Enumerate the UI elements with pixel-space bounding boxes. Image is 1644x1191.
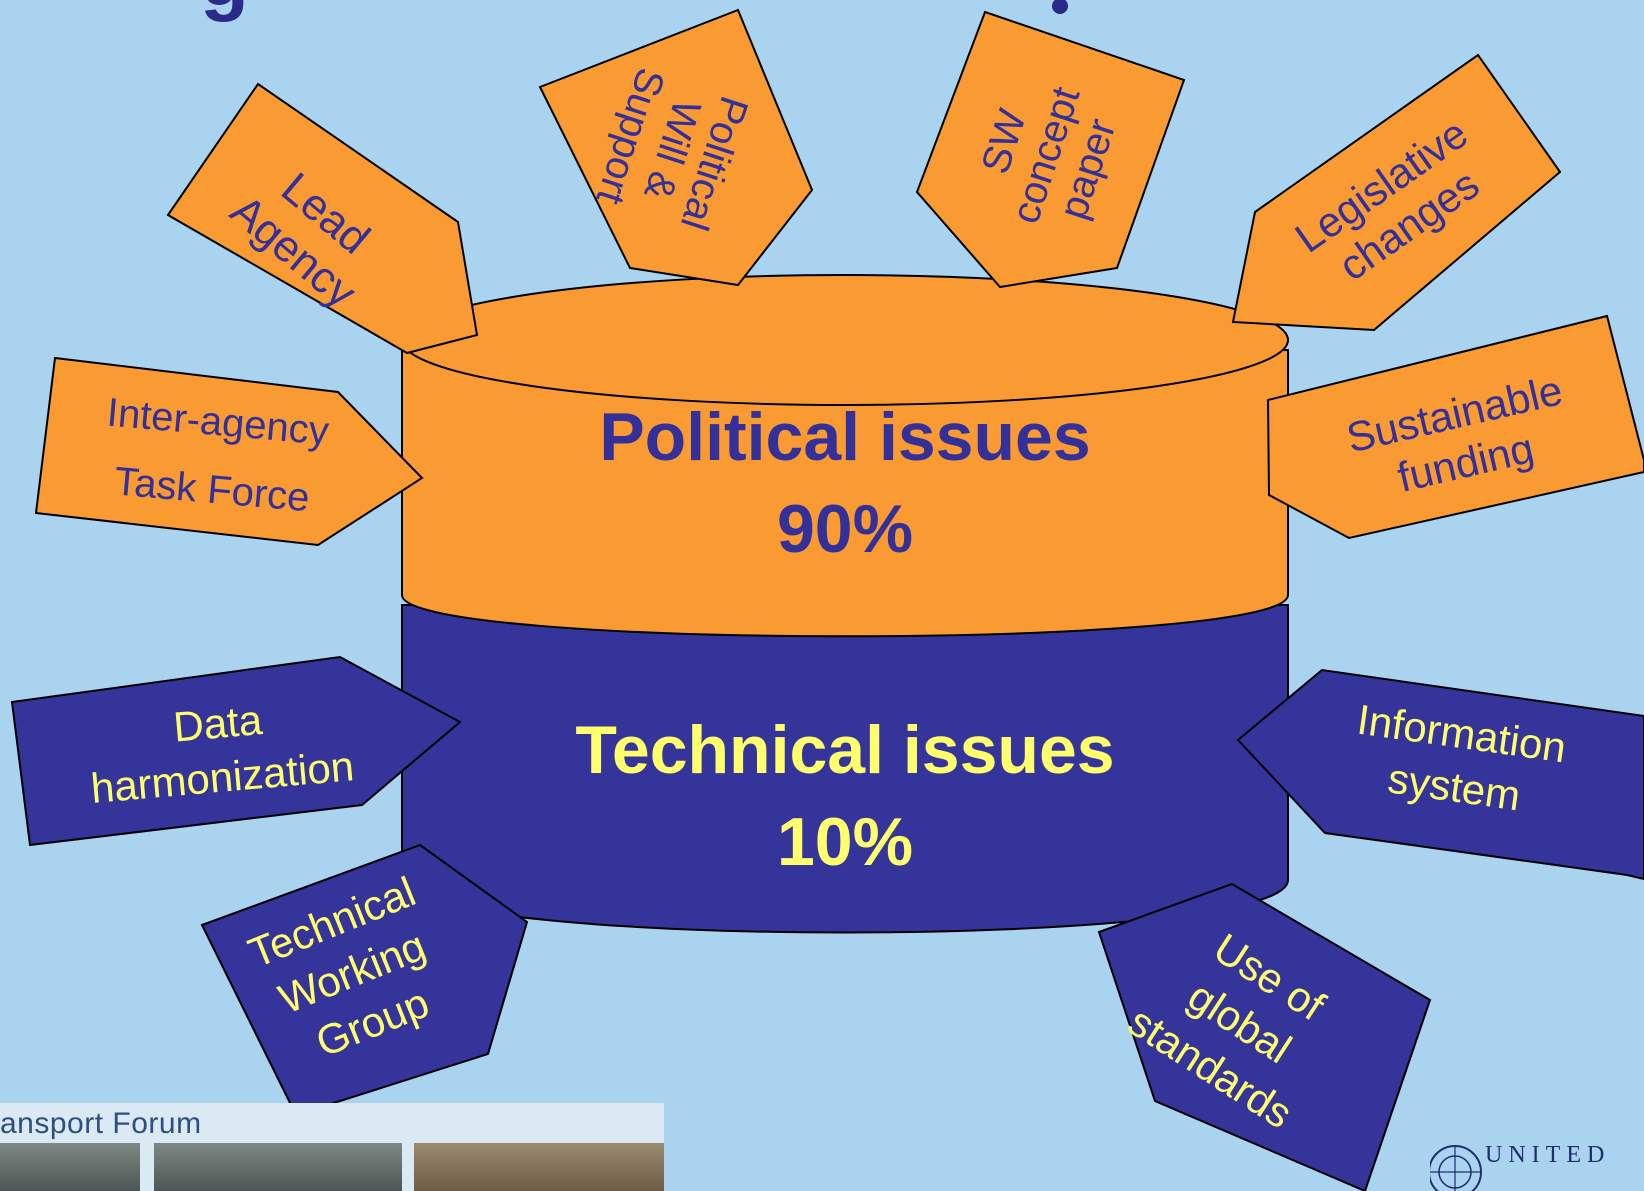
tag-use-of-global-standards-shape: [1097, 882, 1432, 1191]
tag-technical-working-group: TechnicalWorkingGroup: [200, 843, 529, 1117]
tag-data-harmonization-line: Data: [171, 696, 264, 751]
banner-title: ansport Forum: [0, 1107, 202, 1140]
tag-sustainable-funding-shape: [1266, 314, 1644, 540]
technical-issues-value: 10%: [777, 804, 913, 880]
tag-legislative: Legislativechanges: [1231, 53, 1562, 332]
tag-lead-agency: LeadAgency: [166, 82, 479, 355]
tag-sustainable-funding: Sustainablefunding: [1266, 314, 1644, 540]
tag-use-of-global-standards: Use ofglobalstandards: [1097, 882, 1432, 1191]
tag-sw-concept-paper: SWconceptpaper: [915, 10, 1186, 289]
tag-information-system-shape: [1236, 668, 1644, 881]
tag-technical-working-group-shape: [200, 843, 529, 1117]
tag-political-will-shape: [538, 8, 814, 287]
un-logo-text: UNITED: [1485, 1142, 1611, 1168]
tag-legislative-shape: [1231, 53, 1562, 332]
issues-cylinder: [401, 274, 1289, 934]
un-emblem-icon: [1430, 1145, 1482, 1191]
political-issues-label: Political issues: [599, 399, 1090, 475]
un-logo: UNITED: [1430, 1140, 1644, 1191]
forum-banner: ansport Forum: [0, 1103, 664, 1191]
cylinder-top: [401, 274, 1289, 406]
tag-inter-agency: Inter-agencyTask Force: [34, 356, 424, 547]
political-issues-value: 90%: [777, 491, 913, 567]
title-fragment-dot: [1052, 0, 1068, 14]
banner-photo-3: [414, 1143, 664, 1191]
tag-political-will: PoliticalWill &Support: [538, 8, 814, 287]
political-section: [401, 349, 1289, 638]
tag-inter-agency-shape: [34, 356, 424, 547]
technical-issues-label: Technical issues: [575, 712, 1114, 788]
banner-photo-1: [0, 1143, 140, 1191]
tag-sw-concept-paper-shape: [915, 10, 1186, 289]
tag-data-harmonization: Dataharmonization: [10, 655, 462, 847]
banner-photo-2: [154, 1143, 402, 1191]
slide-title-fragment: g: [200, 0, 249, 22]
tag-lead-agency-shape: [166, 82, 479, 355]
tag-information-system: Informationsystem: [1236, 668, 1644, 881]
tag-data-harmonization-shape: [10, 655, 462, 847]
